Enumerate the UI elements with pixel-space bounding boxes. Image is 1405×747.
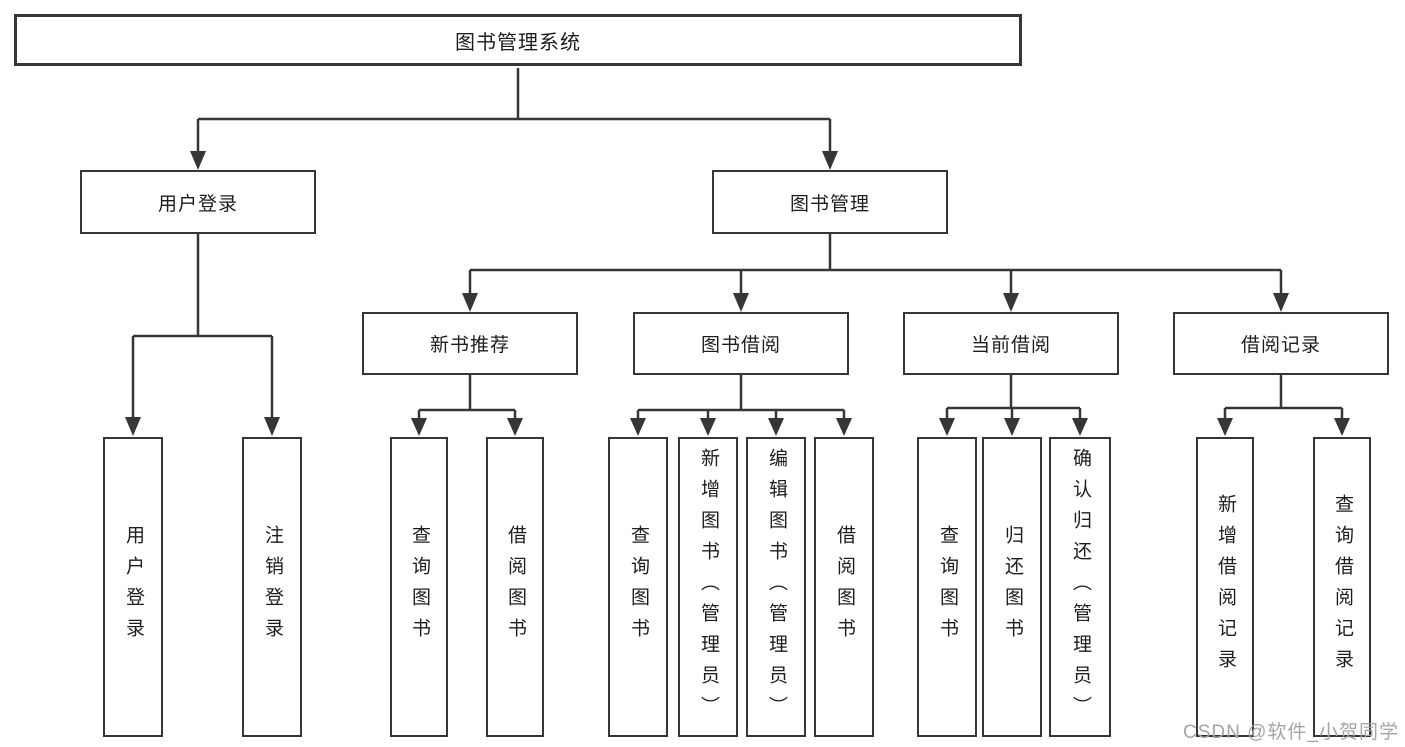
leaf-query-books-borrow: 查询图书 xyxy=(608,437,668,737)
node-label: 归还图书 xyxy=(1001,525,1023,649)
node-label: 用户登录 xyxy=(157,193,238,215)
node-label: 查询图书 xyxy=(408,525,430,649)
watermark: CSDN @软件_小贺同学 xyxy=(1183,722,1399,743)
leaf-add-borrow-record: 新增借阅记录 xyxy=(1196,437,1254,737)
node-label: 查询借阅记录 xyxy=(1331,494,1353,680)
leaf-logout: 注销登录 xyxy=(242,437,302,737)
node-label: 新增借阅记录 xyxy=(1214,494,1236,680)
leaf-add-books-admin: 新增图书（管理员） xyxy=(678,437,738,737)
node-label: 查询图书 xyxy=(627,525,649,649)
node-new-book-recommendation: 新书推荐 xyxy=(362,312,578,375)
leaf-borrow-books-recommend: 借阅图书 xyxy=(486,437,544,737)
node-label: 编辑图书（管理员） xyxy=(765,447,787,727)
node-label: 借阅记录 xyxy=(1240,335,1321,356)
node-label: 用户登录 xyxy=(122,525,144,649)
node-label: 查询图书 xyxy=(936,525,958,649)
node-label: 确认归还（管理员） xyxy=(1069,447,1091,727)
node-book-borrowing: 图书借阅 xyxy=(633,312,849,375)
leaf-return-books: 归还图书 xyxy=(982,437,1042,737)
node-label: 借阅图书 xyxy=(504,525,526,649)
node-label: 图书管理 xyxy=(789,193,870,215)
node-label: 新书推荐 xyxy=(429,335,510,356)
leaf-query-borrow-record: 查询借阅记录 xyxy=(1313,437,1371,737)
node-label: 当前借阅 xyxy=(970,335,1051,356)
leaf-query-books-current: 查询图书 xyxy=(917,437,977,737)
node-label: 新增图书（管理员） xyxy=(697,447,719,727)
node-label: 图书借阅 xyxy=(700,335,781,356)
node-label: 借阅图书 xyxy=(833,525,855,649)
leaf-user-login: 用户登录 xyxy=(103,437,163,737)
node-borrowing-records: 借阅记录 xyxy=(1173,312,1389,375)
node-user-login: 用户登录 xyxy=(80,170,316,234)
leaf-confirm-return-admin: 确认归还（管理员） xyxy=(1049,437,1111,737)
node-library-management-system: 图书管理系统 xyxy=(14,14,1022,66)
node-current-borrowing: 当前借阅 xyxy=(903,312,1119,375)
node-book-management: 图书管理 xyxy=(712,170,948,234)
leaf-query-books-recommend: 查询图书 xyxy=(390,437,448,737)
node-label: 图书管理系统 xyxy=(455,31,581,54)
leaf-borrow-books: 借阅图书 xyxy=(814,437,874,737)
node-label: 注销登录 xyxy=(261,525,283,649)
leaf-edit-books-admin: 编辑图书（管理员） xyxy=(746,437,806,737)
